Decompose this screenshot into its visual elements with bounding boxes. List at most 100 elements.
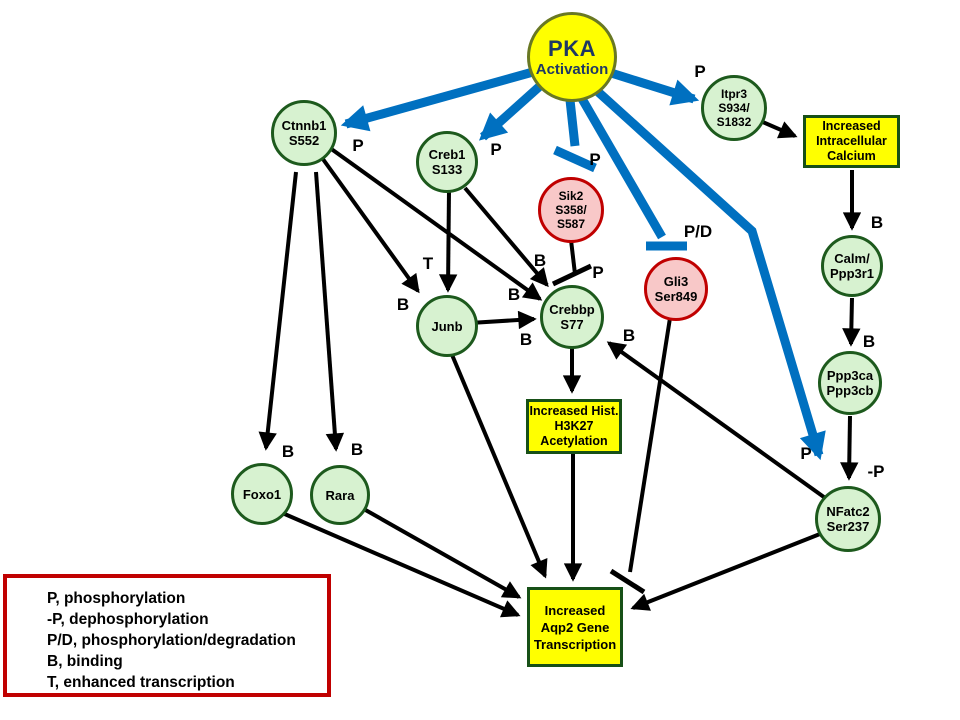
node-foxo1-line1: Foxo1	[242, 486, 282, 502]
node-junb-line1: Junb	[431, 318, 463, 334]
node-pka-title: PKA	[548, 35, 596, 61]
node-rara: Rara	[310, 465, 370, 525]
label-b-calm-ppp3: B	[862, 332, 876, 351]
edge-creb1-to-junb	[438, 189, 458, 293]
node-foxo1: Foxo1	[231, 463, 293, 525]
box-increased-aqp2-transcription: Increased Aqp2 Gene Transcription	[527, 587, 623, 667]
node-nfatc2-line1: NFatc2	[826, 504, 870, 519]
edge-rara-to-aqp2	[361, 506, 522, 599]
node-sik2-line3: S587	[556, 217, 586, 231]
edge-junb-to-aqp2	[448, 349, 548, 579]
edge-ppp3-to-nfatc2	[840, 415, 859, 481]
edge-gli3-inhibit-aqp2-stem	[628, 317, 672, 573]
label-b-ctnnb1-crebbp: B	[507, 285, 521, 304]
edge-ctnnb1-to-foxo1	[258, 171, 298, 451]
node-crebbp-line2: S77	[560, 317, 584, 332]
label-p-pka-nfatc2: P	[800, 444, 812, 463]
legend-item-dephosphorylation: -P, dephosphorylation	[47, 611, 209, 628]
label-b-calcium-calm: B	[870, 213, 884, 232]
edge-pka-inhibit-gli3-stem	[577, 94, 666, 240]
label-p-pka-ctnnb1: P	[352, 136, 364, 155]
edge-pka-to-creb1	[478, 82, 544, 141]
box-h3k27-line2: H3K27	[554, 419, 594, 433]
box-calcium-line3: Calcium	[827, 149, 876, 163]
label-b-creb1-crebbp: B	[533, 251, 547, 270]
node-crebbp-line1: Crebbp	[549, 302, 595, 317]
node-junb: Junb	[416, 295, 478, 357]
edge-creb1-to-crebbp	[463, 186, 549, 288]
label-b-junb-crebbp: B	[519, 330, 533, 349]
label-b-ctnnb1-junb: B	[396, 295, 410, 314]
label-b-ctnnb1-foxo1: B	[281, 442, 295, 461]
label-minusp-ppp3-nfatc2: -P	[867, 462, 885, 481]
node-calm-ppp3r1: Calm/ Ppp3r1	[821, 235, 883, 297]
node-rara-line1: Rara	[325, 487, 355, 503]
edge-itpr3-to-calcium	[757, 118, 798, 139]
edge-sik2-inhibit-crebbp-bar	[551, 263, 593, 287]
edge-ctnnb1-to-crebbp	[328, 146, 543, 301]
box-increased-h3k27-acetylation: Increased Hist. H3K27 Acetylation	[526, 399, 622, 454]
edge-ctnnb1-to-junb	[318, 153, 420, 294]
node-gli3: Gli3 Ser849	[644, 257, 708, 321]
legend-item-enhanced-transcription: T, enhanced transcription	[47, 674, 235, 691]
box-calcium-line2: Intracellular	[816, 134, 887, 148]
node-creb1: Creb1 S133	[416, 131, 478, 193]
node-ctnnb1-line2: S552	[288, 133, 320, 148]
legend-item-phosphorylation: P, phosphorylation	[47, 590, 186, 607]
legend-item-binding: B, binding	[47, 653, 123, 670]
label-pd-pka-gli3: P/D	[683, 222, 713, 241]
node-ppp3ca-ppp3cb: Ppp3ca Ppp3cb	[818, 351, 882, 415]
edge-nfatc2-to-aqp2	[630, 530, 826, 611]
node-itpr3: Itpr3 S934/ S1832	[701, 75, 767, 141]
node-nfatc2: NFatc2 Ser237	[815, 486, 881, 552]
node-sik2-line2: S358/	[555, 203, 587, 217]
box-calcium-line1: Increased	[822, 119, 881, 133]
legend-box: P, phosphorylation -P, dephosphorylation…	[3, 574, 331, 697]
box-aqp2-line1: Increased	[544, 602, 606, 618]
label-b-nfatc2-crebbp: B	[622, 326, 636, 345]
node-nfatc2-line2: Ser237	[826, 519, 870, 534]
node-creb1-line1: Creb1	[428, 147, 466, 162]
node-gli3-line2: Ser849	[654, 289, 698, 304]
node-itpr3-line3: S1832	[716, 115, 752, 129]
edge-pka-inhibit-sik2-bar	[553, 145, 597, 173]
edge-pka-to-ctnnb1	[340, 67, 535, 132]
node-gli3-line1: Gli3	[663, 274, 689, 289]
node-itpr3-line2: S934/	[718, 101, 750, 115]
box-aqp2-line3: Transcription	[533, 636, 617, 652]
label-p-pka-sik2: P	[589, 150, 601, 169]
node-sik2: Sik2 S358/ S587	[538, 177, 604, 243]
label-b-ctnnb1-rara: B	[350, 440, 364, 459]
label-p-pka-itpr3: P	[694, 62, 706, 81]
node-ctnnb1-line1: Ctnnb1	[281, 118, 327, 133]
edge-nfatc2-to-crebbp	[606, 341, 837, 507]
node-itpr3-line1: Itpr3	[720, 87, 747, 101]
box-h3k27-line3: Acetylation	[540, 434, 608, 448]
node-calm-line1: Calm/	[834, 251, 870, 266]
box-h3k27-line1: Increased Hist.	[529, 404, 619, 418]
label-t-creb1-junb: T	[422, 254, 434, 273]
node-sik2-line1: Sik2	[558, 189, 584, 203]
node-pka: PKA Activation	[527, 12, 617, 102]
node-creb1-line2: S133	[431, 162, 463, 177]
edge-pka-inhibit-sik2-stem	[565, 99, 580, 147]
node-pka-subtitle: Activation	[535, 60, 609, 78]
node-calm-line2: Ppp3r1	[829, 266, 875, 281]
edge-junb-to-crebbp	[469, 310, 537, 330]
label-p-sik2-crebbp: P	[592, 263, 604, 282]
edge-sik2-inhibit-crebbp-stem	[569, 239, 577, 275]
node-crebbp: Crebbp S77	[540, 285, 604, 349]
edge-pka-to-nfatc2	[592, 86, 826, 461]
box-aqp2-line2: Aqp2 Gene	[540, 619, 610, 635]
edge-foxo1-to-aqp2	[279, 510, 521, 618]
node-ppp3-line1: Ppp3ca	[826, 368, 874, 383]
label-p-pka-creb1: P	[490, 140, 502, 159]
edge-calm-to-ppp3	[842, 297, 861, 347]
edge-gli3-inhibit-aqp2-bar	[609, 568, 646, 595]
legend-item-phosphorylation-degradation: P/D, phosphorylation/degradation	[47, 632, 296, 649]
box-increased-intracellular-calcium: Increased Intracellular Calcium	[803, 115, 900, 168]
edge-ctnnb1-to-rara	[314, 171, 345, 452]
node-ctnnb1: Ctnnb1 S552	[271, 100, 337, 166]
